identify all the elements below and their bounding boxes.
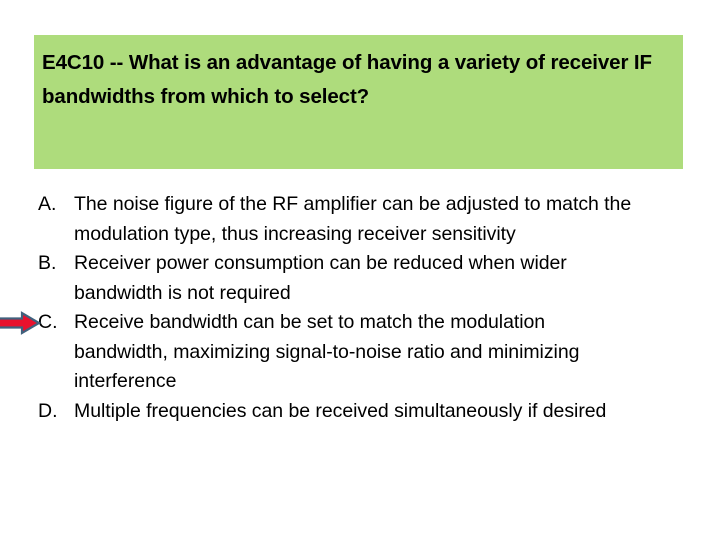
answer-text: Receive bandwidth can be set to match th… (74, 311, 585, 392)
answer-list: A. The noise figure of the RF amplifier … (0, 190, 694, 427)
answer-option-a[interactable]: A. The noise figure of the RF amplifier … (34, 190, 694, 249)
question-banner: E4C10 -- What is an advantage of having … (34, 35, 683, 169)
answer-option-b[interactable]: B. Receiver power consumption can be red… (34, 249, 694, 308)
answer-option-d[interactable]: D. Multiple frequencies can be received … (34, 397, 694, 427)
answer-option-c[interactable]: C. Receive bandwidth can be set to match… (0, 308, 694, 397)
question-text: E4C10 -- What is an advantage of having … (42, 51, 658, 108)
answer-text: Receiver power consumption can be reduce… (74, 252, 573, 304)
answer-text: Multiple frequencies can be received sim… (74, 399, 607, 422)
answer-letter: B. (38, 252, 57, 274)
answer-letter: C. (38, 311, 58, 333)
answer-letter: A. (38, 193, 57, 215)
answer-letter: D. (38, 399, 58, 422)
answer-text: The noise figure of the RF amplifier can… (74, 193, 637, 245)
